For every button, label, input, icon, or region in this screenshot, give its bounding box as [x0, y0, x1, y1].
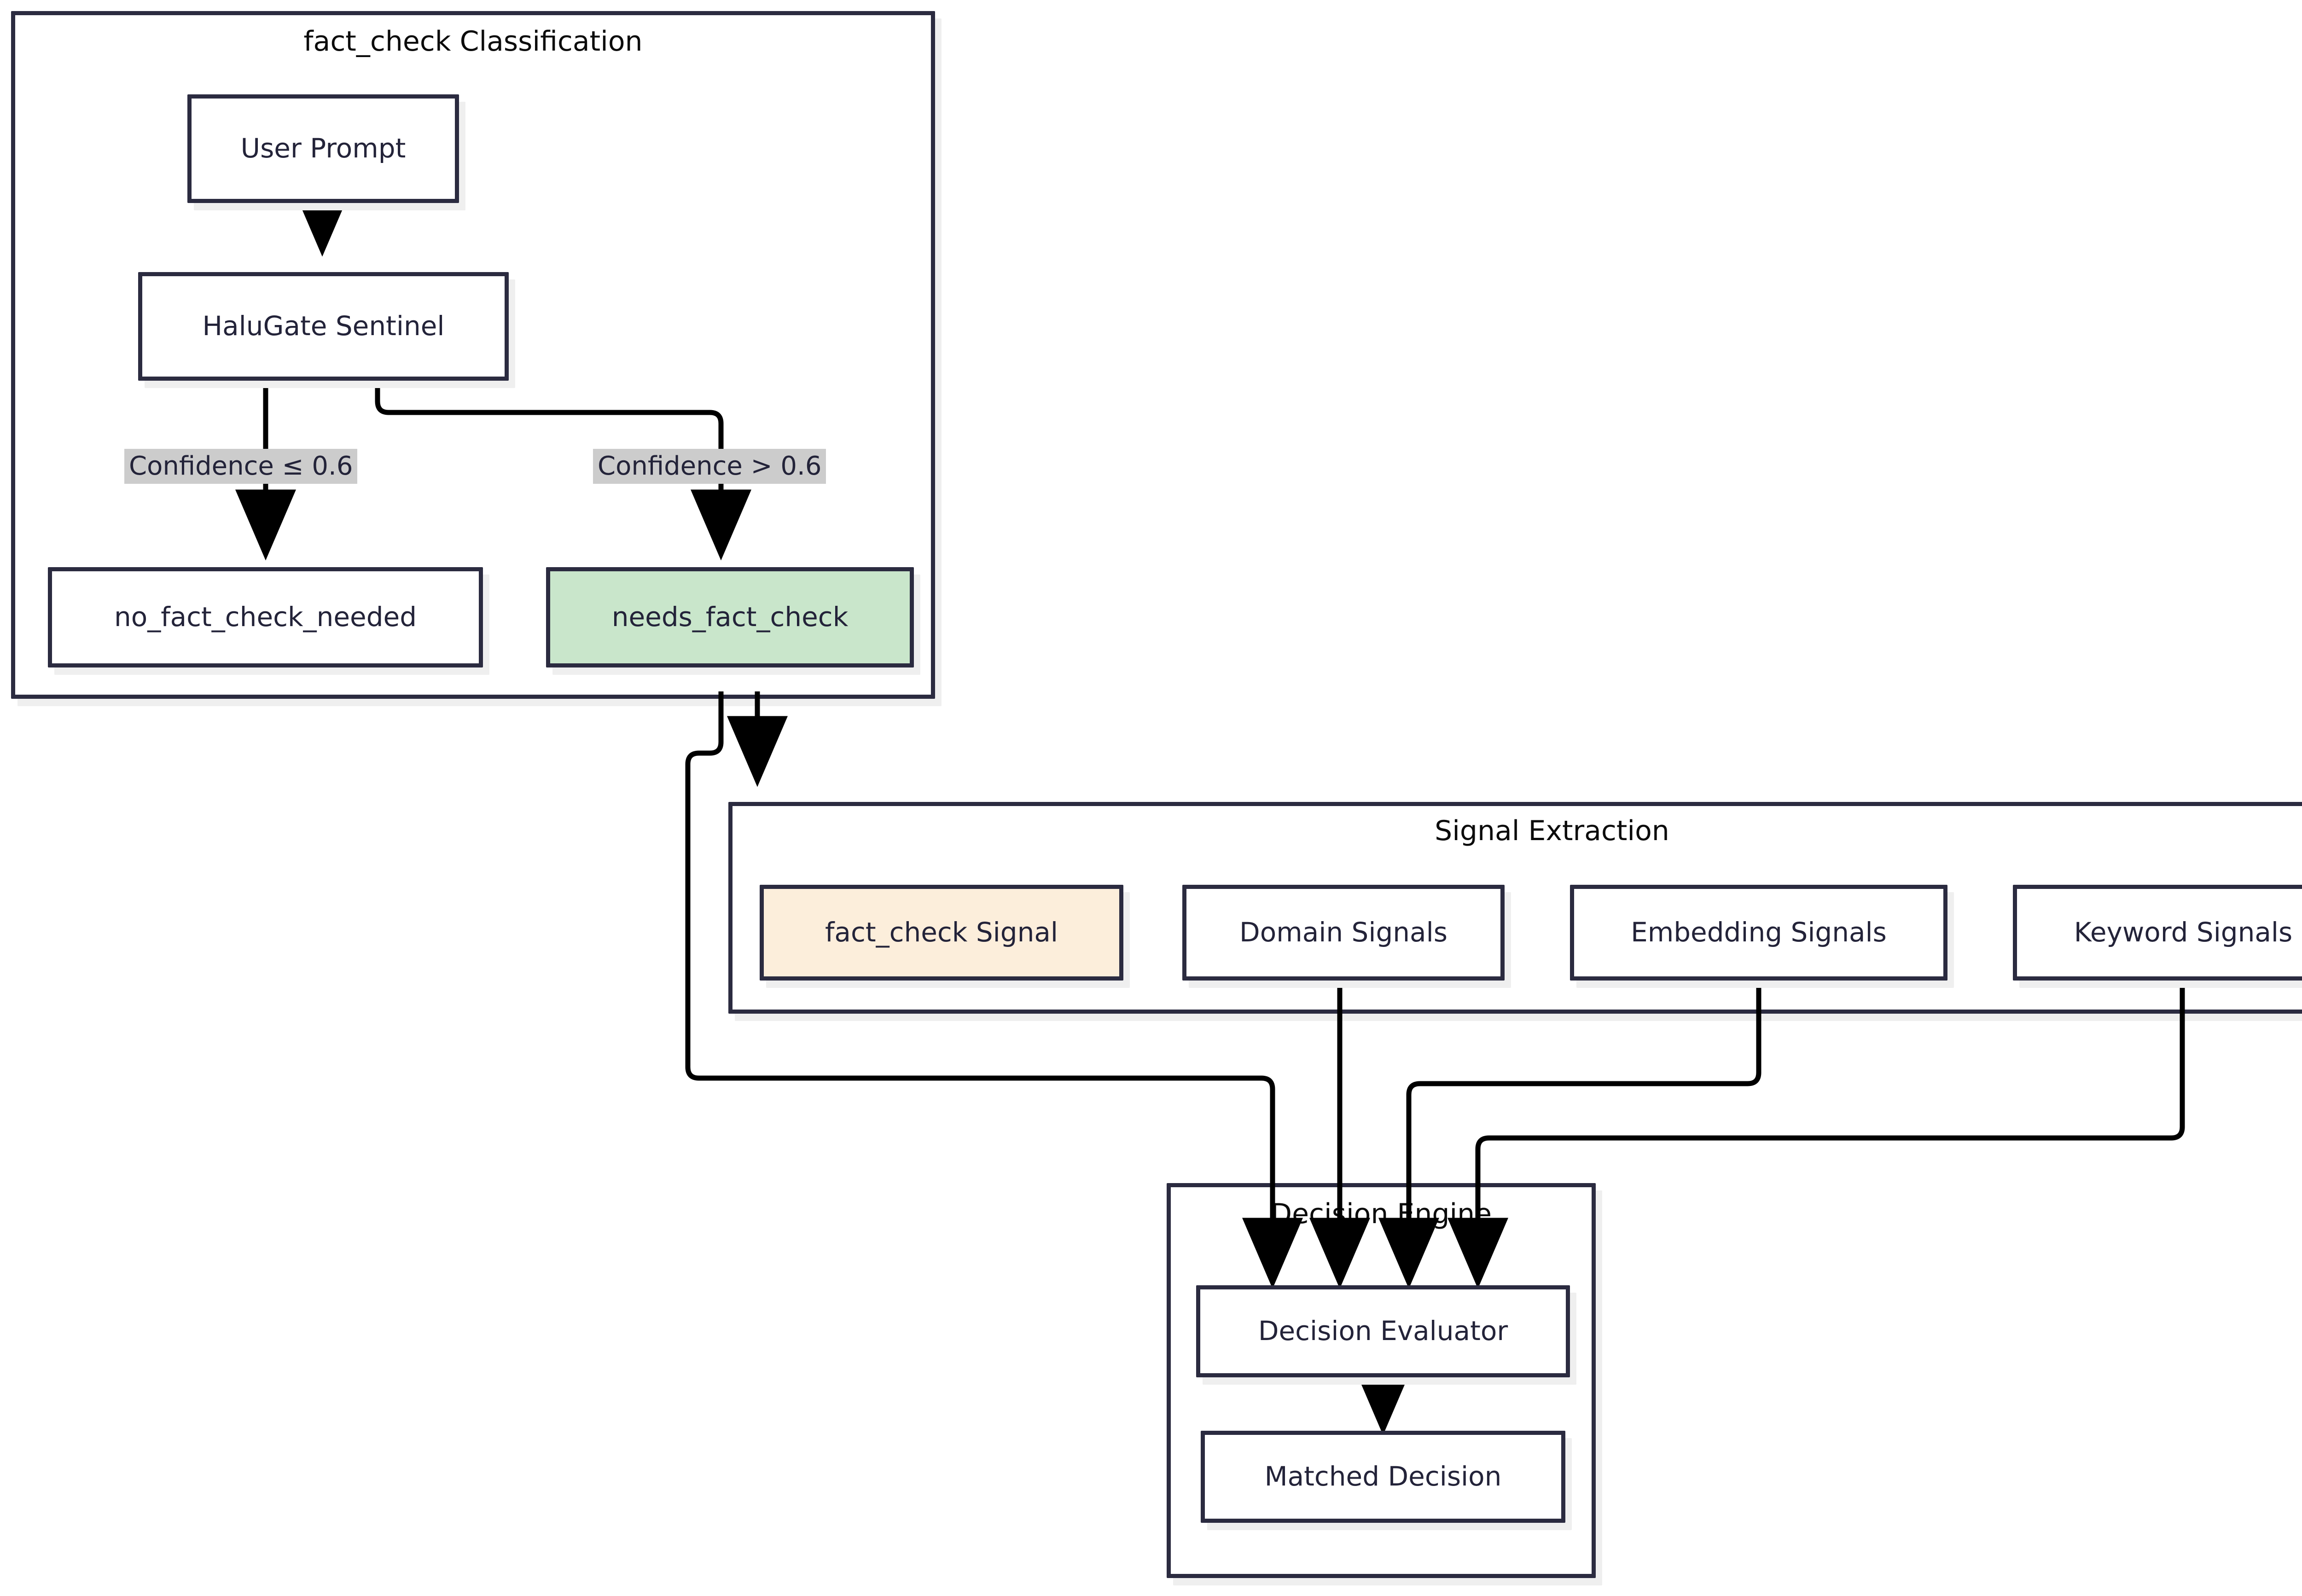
node-embedding-signals[interactable]: Embedding Signals — [1570, 885, 1947, 981]
cluster-title-decision-engine: Decision Engine — [1270, 1198, 1492, 1230]
edge-label-confidence-low: Confidence ≤ 0.6 — [124, 449, 358, 484]
node-label-no-fact-check-needed: no_fact_check_needed — [114, 601, 417, 633]
node-label-matched-decision: Matched Decision — [1264, 1461, 1502, 1492]
node-decision-evaluator[interactable]: Decision Evaluator — [1196, 1285, 1570, 1377]
node-label-embedding-signals: Embedding Signals — [1631, 917, 1887, 948]
node-label-domain-signals: Domain Signals — [1239, 917, 1447, 948]
node-keyword-signals[interactable]: Keyword Signals — [2013, 885, 2302, 981]
node-domain-signals[interactable]: Domain Signals — [1182, 885, 1505, 981]
node-matched-decision[interactable]: Matched Decision — [1201, 1431, 1565, 1523]
node-user-prompt[interactable]: User Prompt — [187, 94, 459, 203]
node-label-fact-check-signal: fact_check Signal — [825, 917, 1058, 948]
node-label-needs-fact-check: needs_fact_check — [611, 601, 849, 633]
node-fact-check-signal[interactable]: fact_check Signal — [760, 885, 1123, 981]
node-label-halugate-sentinel: HaluGate Sentinel — [202, 310, 445, 342]
node-label-decision-evaluator: Decision Evaluator — [1258, 1315, 1508, 1347]
node-needs-fact-check[interactable]: needs_fact_check — [546, 567, 914, 667]
node-label-user-prompt: User Prompt — [240, 133, 406, 164]
edge-label-confidence-high: Confidence > 0.6 — [593, 449, 826, 484]
cluster-title-signal-extraction: Signal Extraction — [1435, 815, 1669, 847]
cluster-title-fact-check-classification: fact_check Classification — [303, 25, 643, 58]
node-label-keyword-signals: Keyword Signals — [2074, 917, 2293, 948]
node-halugate-sentinel[interactable]: HaluGate Sentinel — [138, 272, 509, 381]
node-no-fact-check-needed[interactable]: no_fact_check_needed — [48, 567, 483, 667]
